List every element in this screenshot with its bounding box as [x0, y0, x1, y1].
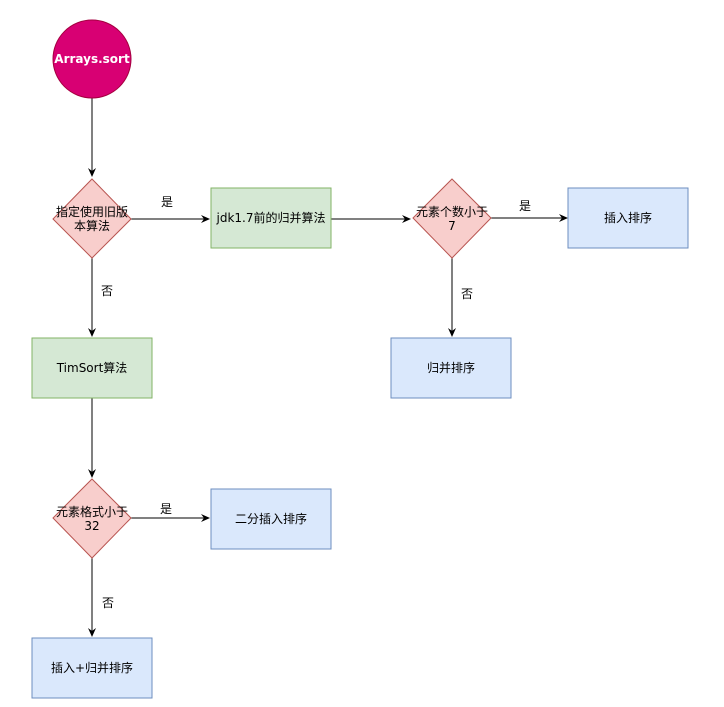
edge-size32-yes-label: 是 [160, 502, 173, 516]
decision-size7-label: 元素个数小于7 [415, 205, 488, 233]
node-insert-merge[interactable] [31, 637, 153, 699]
node-merge-sort[interactable] [390, 337, 512, 399]
node-timsort[interactable] [31, 337, 153, 399]
node-timsort-label: TimSort算法 [56, 361, 128, 375]
start-node[interactable] [52, 19, 132, 99]
node-insert-merge-label: 插入+归并排序 [50, 661, 134, 675]
node-merge-sort-label: 归并排序 [426, 361, 475, 375]
node-insert-sort-label: 插入排序 [603, 211, 652, 225]
edge-size7-yes-label: 是 [519, 199, 532, 213]
edges [88, 98, 568, 637]
decision-size32-diamond[interactable] [52, 478, 132, 559]
start-label: Arrays.sort [54, 52, 130, 66]
edge-legacy-yes-label: 是 [161, 195, 174, 209]
node-jdk17-label: jdk1.7前的归并算法 [216, 211, 326, 225]
decision-size32-label: 元素格式小于32 [55, 505, 128, 533]
edge-size7-no-label: 否 [461, 287, 474, 301]
decision-size7-diamond[interactable] [412, 178, 492, 259]
decision-legacy-label: 指定使用旧版本算法 [55, 205, 128, 233]
decision-legacy-diamond[interactable] [52, 178, 132, 259]
node-insert-sort[interactable] [567, 187, 689, 249]
node-binary-insert-label: 二分插入排序 [234, 512, 307, 526]
node-jdk17-merge[interactable] [210, 187, 332, 249]
node-binary-insert[interactable] [210, 488, 332, 550]
edge-legacy-no-label: 否 [101, 284, 114, 298]
edge-size32-no-label: 否 [102, 596, 115, 610]
